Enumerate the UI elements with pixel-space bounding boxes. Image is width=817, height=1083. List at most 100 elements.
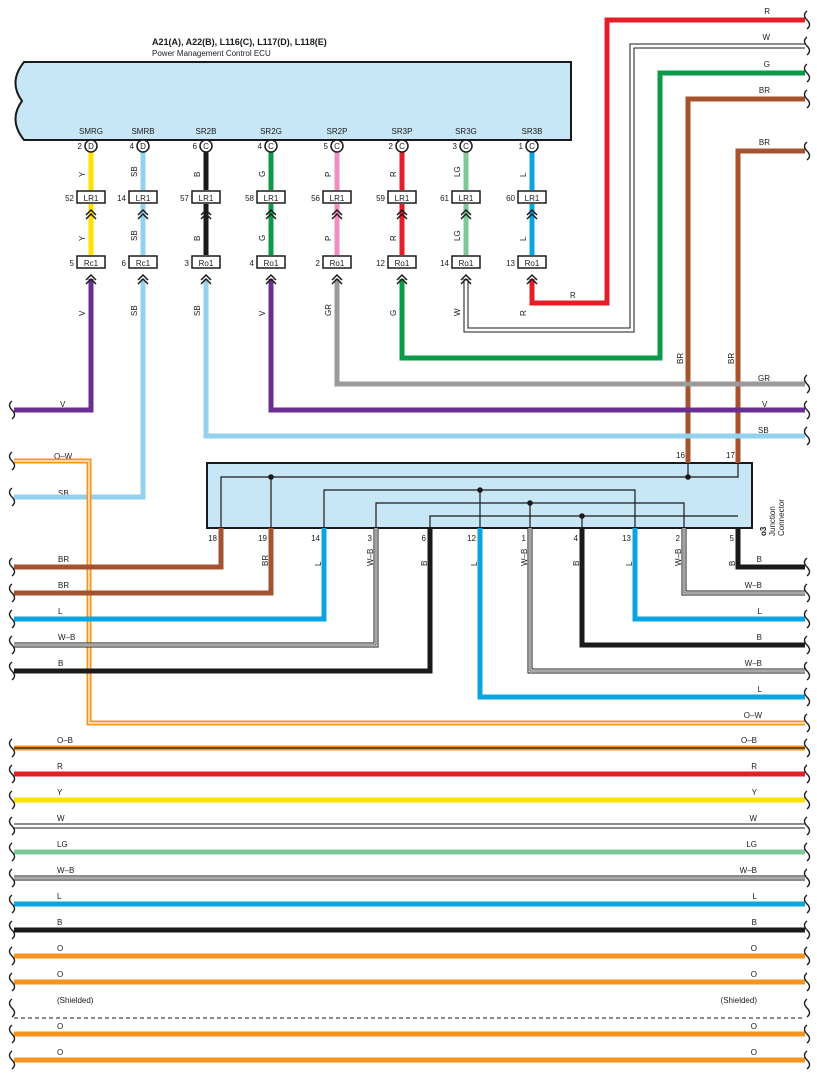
jc-pin-16: 16 [676, 451, 685, 460]
through-label-right-1: R [751, 762, 757, 771]
wire-top-label-3: G [258, 171, 267, 177]
break-left-10 [8, 998, 16, 1018]
pin-number-0: 2 [78, 142, 83, 151]
chevron-a-0 [85, 208, 97, 220]
wire-bot-label-6: W [453, 308, 462, 316]
wire-mid-label-6: LG [453, 230, 462, 241]
break-right-mid-5 [803, 374, 811, 394]
ro-pin-6: 14 [440, 259, 449, 268]
lr-label-3: LR1 [264, 194, 279, 203]
left-bus-label-2: L [58, 607, 63, 616]
through-label-right-10: (Shielded) [721, 996, 758, 1005]
jc-wire-label-19: BR [261, 555, 270, 566]
pin-layer [76, 139, 547, 285]
break-left-6 [8, 894, 16, 914]
break-left-mid-0 [8, 400, 16, 420]
lr-connector-6 [451, 190, 481, 204]
pin-conn-5: C [399, 142, 405, 151]
wire-g-top [399, 70, 805, 361]
break-left-4 [8, 842, 16, 862]
jc-bottom-pin-18: 18 [208, 534, 217, 543]
break-right-mid-4 [803, 141, 811, 161]
through-label-left-8: O [57, 944, 63, 953]
wire-top-label-6: LG [453, 166, 462, 177]
ecu-subtitle: Power Management Control ECU [152, 49, 271, 58]
break-right-mid-14 [803, 713, 811, 733]
ro-label-5: Ro1 [395, 259, 410, 268]
through-label-right-6: L [753, 892, 758, 901]
chevron-b-7 [526, 273, 538, 285]
chevron-b-5 [396, 273, 408, 285]
break-right-4 [803, 842, 811, 862]
break-right-8 [803, 946, 811, 966]
break-left-3 [8, 816, 16, 836]
through-label-right-8: O [751, 944, 757, 953]
wire-bot-label-1: SB [130, 305, 139, 316]
top-right-label-1: W [762, 33, 770, 42]
chevron-b-4 [331, 273, 343, 285]
pin-conn-3: C [268, 142, 274, 151]
wire-mid-label-4: P [324, 236, 333, 241]
break-left-1 [8, 764, 16, 784]
wire-v-right [268, 279, 805, 413]
ro-pin-4: 2 [316, 259, 321, 268]
through-label-right-9: O [751, 970, 757, 979]
jc-int-1 [220, 463, 739, 528]
break-left-mid-6 [8, 635, 16, 655]
wire-bot-label-5: G [389, 310, 398, 316]
top-right-label-2: G [764, 60, 770, 69]
ro-connector-3 [256, 255, 286, 269]
through-label-left-2: Y [57, 788, 63, 797]
chevron-b-1 [137, 273, 149, 285]
ro-pin-1: 6 [122, 259, 127, 268]
wire-bot-label-2: SB [193, 305, 202, 316]
break-right-9 [803, 972, 811, 992]
pin-number-4: 5 [324, 142, 329, 151]
chevron-b-6 [460, 273, 472, 285]
break-left-mid-7 [8, 661, 16, 681]
pin-conn-2: C [203, 142, 209, 151]
break-left-5 [8, 868, 16, 888]
break-right-1 [803, 764, 811, 784]
break-left-9 [8, 972, 16, 992]
pin-socket-1 [136, 139, 150, 153]
jc-wire-3-stripe [14, 528, 377, 646]
break-right-7 [803, 920, 811, 940]
jc-wire-label-13: L [625, 561, 634, 566]
through-label-left-0: O–B [57, 736, 73, 745]
ro-label-7: Ro1 [525, 259, 540, 268]
wire-bot-label-4: GR [324, 304, 333, 316]
wire-br-2 [735, 148, 805, 463]
wire-mid-label-1: SB [130, 230, 139, 241]
lr-connector-3 [256, 190, 286, 204]
break-right-mid-11 [803, 635, 811, 655]
break-right-5 [803, 868, 811, 888]
right-bus-label-3: B [757, 633, 762, 642]
through-label-right-11: O [751, 1022, 757, 1031]
wire-bot-label-7: R [519, 310, 528, 316]
wire-top-label-7: L [519, 172, 528, 177]
break-right-mid-2 [803, 63, 811, 83]
ro-label-3: Ro1 [264, 259, 279, 268]
pin-number-7: 1 [519, 142, 524, 151]
right-bus-label-4: W–B [745, 659, 762, 668]
through-label-left-4: LG [57, 840, 68, 849]
jc-wire-13 [632, 528, 805, 622]
break-right-mid-0 [803, 10, 811, 30]
lr-connector-7 [517, 190, 547, 204]
through-label-right-3: W [749, 814, 757, 823]
pin-socket-5 [395, 139, 409, 153]
ro-label-6: Ro1 [459, 259, 474, 268]
pin-name-SR3B: SR3B [522, 127, 543, 136]
wire-w-top [464, 44, 805, 332]
pin-socket-4 [330, 139, 344, 153]
through-label-right-7: B [752, 918, 757, 927]
wire-top-label-0: Y [78, 171, 87, 177]
through-label-left-12: O [57, 1048, 63, 1057]
pin-name-SR2G: SR2G [260, 127, 282, 136]
pin-conn-4: C [334, 142, 340, 151]
pin-number-2: 6 [193, 142, 198, 151]
ro-pin-7: 13 [506, 259, 515, 268]
pin-socket-7 [525, 139, 539, 153]
ro-pin-0: 5 [70, 259, 75, 268]
